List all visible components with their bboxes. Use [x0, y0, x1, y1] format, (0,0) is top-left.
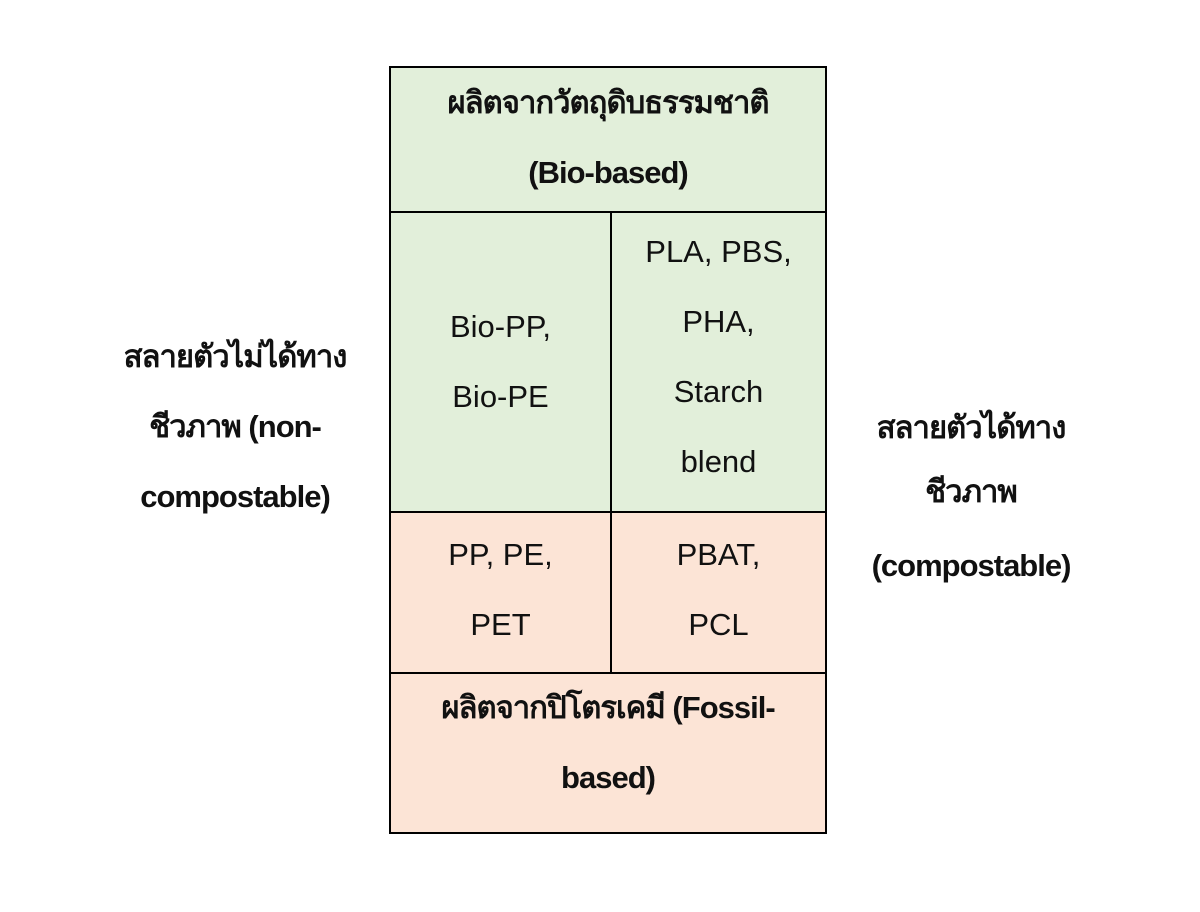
classification-matrix: ผลิตจากวัตถุดิบธรรมชาติ (Bio-based) Bio-… [389, 66, 827, 834]
cell-fossil-non-compostable-text: PP, PE, PET [448, 536, 553, 642]
label-non-compostable: สลายตัวไม่ได้ทาง ชีวภาพ (non- compostabl… [123, 339, 348, 514]
label-compostable: สลายตัวได้ทาง ชีวภาพ (compostable) [826, 332, 1116, 662]
cell-fossil-compostable-text: PBAT, PCL [676, 536, 761, 642]
footer-fossil-based-text: ผลิตจากปิโตรเคมี (Fossil- based) [441, 690, 775, 795]
cell-bio-non-compostable: Bio-PP, Bio-PE [389, 211, 612, 513]
cell-bio-compostable: PLA, PBS, PHA, Starch blend [610, 211, 827, 513]
label-compostable-thai: สลายตัวได้ทาง ชีวภาพ [876, 410, 1067, 509]
cell-fossil-non-compostable: PP, PE, PET [389, 511, 612, 674]
cell-bio-non-compostable-text: Bio-PP, Bio-PE [449, 309, 552, 414]
header-bio-based: ผลิตจากวัตถุดิบธรรมชาติ (Bio-based) [389, 66, 827, 213]
cell-bio-compostable-text: PLA, PBS, PHA, Starch blend [645, 234, 792, 479]
header-bio-based-text: ผลิตจากวัตถุดิบธรรมชาติ (Bio-based) [447, 84, 770, 190]
label-compostable-english: (compostable) [871, 548, 1072, 583]
cell-fossil-compostable: PBAT, PCL [610, 511, 827, 674]
footer-fossil-based: ผลิตจากปิโตรเคมี (Fossil- based) [389, 672, 827, 834]
